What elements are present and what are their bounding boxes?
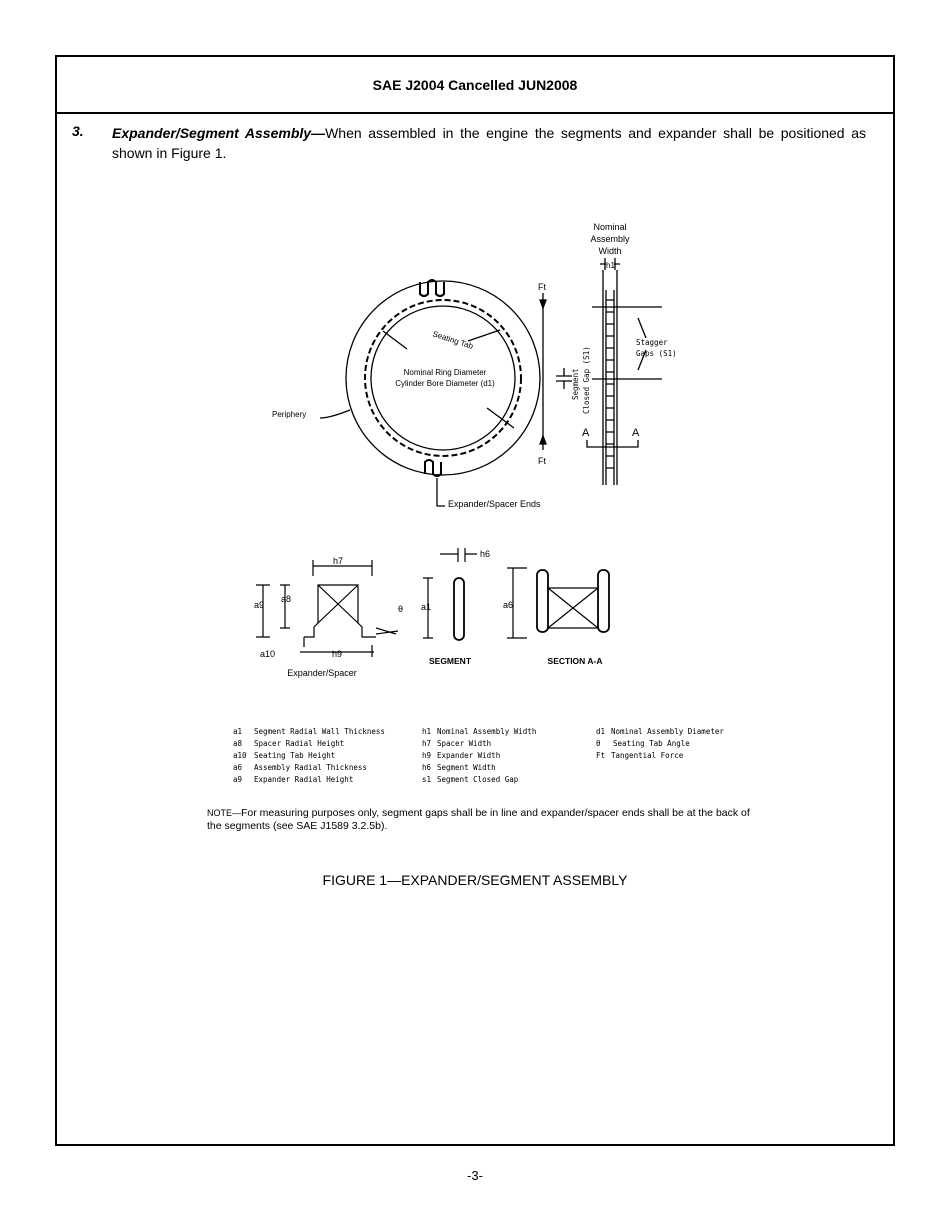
label-a6: a6: [503, 600, 513, 610]
legend-symbol: a6: [233, 763, 243, 772]
legend-text: Nominal Assembly Diameter: [611, 727, 724, 736]
label-a1: a1: [421, 602, 431, 612]
legend-symbol: h6: [422, 763, 432, 772]
figure-caption: FIGURE 1—EXPANDER/SEGMENT ASSEMBLY: [322, 872, 628, 888]
label-bore-diameter: Cylinder Bore Diameter (d1): [395, 379, 495, 388]
ring-periphery: [345, 280, 541, 476]
legend-column-1: a1 Segment Radial Wall Thickness a8 Spacer…: [233, 727, 385, 784]
legend-symbol: a8: [233, 739, 243, 748]
note-text: For measuring purposes only, segment gap…: [207, 807, 750, 832]
label-periphery: Periphery: [272, 410, 306, 419]
label-nominal-width-2: Assembly: [590, 234, 630, 244]
section-heading: Expander/Segment Assembly—: [112, 125, 326, 141]
ring-assembly-drawing: [319, 258, 662, 507]
figure-note: NOTE—For measuring purposes only, segmen…: [207, 807, 767, 833]
label-segment-gap-2: Closed Gap (S1): [582, 346, 591, 414]
detail-drawings: [256, 548, 610, 657]
label-theta: θ: [398, 604, 403, 614]
legend-text: Nominal Assembly Width: [437, 727, 536, 736]
section-paragraph: Expander/Segment Assembly—When assembled…: [112, 123, 866, 163]
legend-text: Segment Closed Gap: [437, 775, 519, 784]
legend-text: Expander Radial Height: [254, 775, 353, 784]
ring-inner: [370, 305, 516, 451]
label-a8: a8: [281, 594, 291, 604]
legend-text: Tangential Force: [611, 751, 684, 760]
legend: a1 Segment Radial Wall Thickness a8 Spacer…: [233, 727, 724, 784]
label-a9: a9: [254, 600, 264, 610]
legend-symbol: s1: [422, 775, 431, 784]
label-h6: h6: [480, 549, 490, 559]
legend-symbol: a1: [233, 727, 242, 736]
label-a-left: A: [582, 427, 590, 439]
legend-text: Seating Tab Angle: [613, 739, 690, 748]
label-h9: h9: [332, 649, 342, 659]
detail-labels: h7 a9 a8 θ a10 h9 Expander/Spacer h6 a1 …: [254, 549, 602, 678]
label-a10: a10: [260, 649, 275, 659]
legend-column-3: d1 Nominal Assembly Diameter θ Seating Tab…: [596, 727, 724, 760]
legend-symbol: a10: [233, 751, 247, 760]
label-seating-tab: Seating Tab: [431, 329, 474, 351]
label-ft-bottom: Ft: [538, 456, 546, 466]
document-header: SAE J2004 Cancelled JUN2008: [57, 57, 893, 114]
label-ring-diameter: Nominal Ring Diameter: [404, 368, 487, 377]
legend-symbol: h9: [422, 751, 431, 760]
legend-text: Assembly Radial Thickness: [254, 763, 367, 772]
legend-text: Seating Tab Height: [254, 751, 335, 760]
label-section-aa: SECTION A-A: [548, 656, 603, 666]
label-a-right: A: [632, 427, 640, 439]
label-segment-gap-1: Segment: [571, 368, 580, 400]
label-h1: h1: [606, 261, 615, 270]
ring-labels: Nominal Assembly Width h1 Ft Ft Seating …: [272, 222, 677, 509]
legend-text: Spacer Radial Height: [254, 739, 344, 748]
label-stagger-1: Stagger: [636, 338, 668, 347]
label-expander-spacer: Expander/Spacer: [287, 668, 357, 678]
label-nominal-width-1: Nominal: [593, 222, 626, 232]
section-body: When assembled in the engine the segment…: [112, 125, 866, 161]
label-h7: h7: [333, 556, 343, 566]
label-expander-ends: Expander/Spacer Ends: [448, 499, 541, 509]
note-prefix: NOTE—: [207, 808, 242, 818]
page-frame: SAE J2004 Cancelled JUN2008: [55, 55, 895, 1146]
legend-symbol: θ: [596, 739, 601, 748]
label-nominal-width-3: Width: [598, 246, 621, 256]
legend-symbol: h7: [422, 739, 431, 748]
legend-symbol: d1: [596, 727, 605, 736]
page-number: -3-: [467, 1168, 483, 1183]
label-segment: SEGMENT: [429, 656, 472, 666]
legend-text: Segment Width: [437, 763, 496, 772]
legend-symbol: a9: [233, 775, 242, 784]
legend-symbol: h1: [422, 727, 431, 736]
legend-symbol: Ft: [596, 751, 605, 760]
legend-text: Spacer Width: [437, 739, 491, 748]
expander-ring: [364, 299, 522, 457]
label-stagger-2: Gaps (S1): [636, 349, 677, 358]
legend-text: Expander Width: [437, 751, 500, 760]
legend-text: Segment Radial Wall Thickness: [254, 727, 385, 736]
label-ft-top: Ft: [538, 282, 546, 292]
section-number: 3.: [72, 123, 84, 139]
